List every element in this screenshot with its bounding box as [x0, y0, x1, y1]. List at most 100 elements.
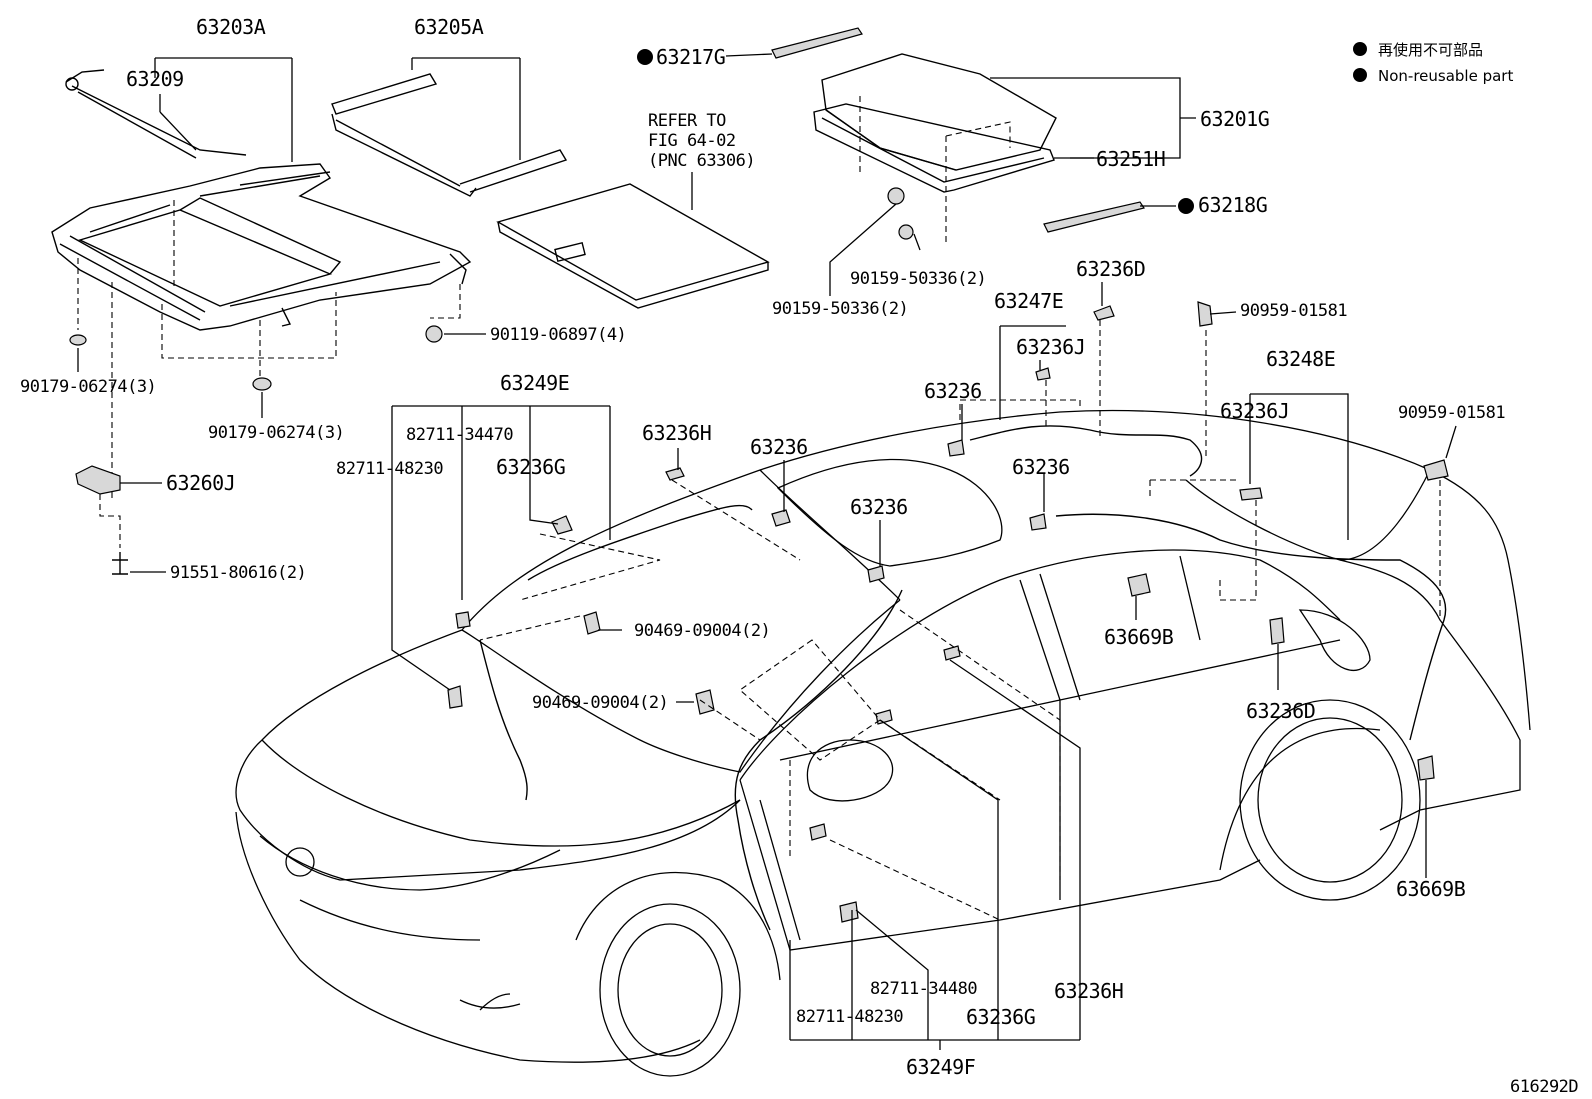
clip-63236 [867, 565, 885, 583]
clip-90959 [1423, 459, 1449, 481]
refer-line3: (PNC 63306) [648, 151, 755, 171]
label-90159-b: 90159-50336(2) [772, 299, 908, 319]
clip-63236d [1093, 305, 1115, 321]
clip-90959 [1197, 301, 1213, 327]
weatherstrip-63217g [771, 27, 863, 59]
sunshade-part [496, 183, 770, 301]
label-63236-d: 63236 [1012, 455, 1070, 479]
label-63236G-a: 63236G [496, 455, 565, 479]
clip-63236g [551, 515, 573, 535]
glass-seal-part [813, 103, 1055, 193]
label-63260J: 63260J [166, 471, 235, 495]
label-63236D-a: 63236D [1076, 257, 1145, 281]
sunroof-housing-group [51, 69, 486, 575]
label-90959-a: 90959-01581 [1240, 301, 1347, 321]
grommet-63669b [1127, 573, 1151, 597]
grommet-part [252, 377, 272, 391]
bolt-part [887, 187, 905, 205]
screw-part [112, 552, 128, 575]
car-roof-outline [461, 409, 1531, 731]
hood-outline [235, 629, 741, 881]
non-reusable-icon [1353, 68, 1367, 82]
label-63251H: 63251H [1096, 147, 1165, 171]
label-90179-a: 90179-06274(3) [20, 377, 156, 397]
sunroof-housing-part [51, 163, 472, 331]
clip-63236j [1035, 367, 1051, 381]
clip-63236 [771, 509, 791, 527]
clip-63236g-lower [943, 645, 961, 661]
label-91551: 91551-80616(2) [170, 563, 306, 583]
label-90179-b: 90179-06274(3) [208, 423, 344, 443]
leader-lines-top-left [77, 57, 521, 418]
clip-63236h [665, 467, 685, 481]
weatherstrip-63218g [1043, 201, 1145, 233]
non-reusable-icon [1353, 42, 1367, 56]
cable-end-part [65, 77, 79, 91]
labels: 63203A 63209 63205A 63217G 63201G 63251H… [20, 15, 1579, 1097]
label-90469-b: 90469-09004(2) [532, 693, 668, 713]
glass-group [725, 27, 1196, 296]
clip-90469 [583, 611, 601, 635]
label-90469-a: 90469-09004(2) [634, 621, 770, 641]
label-63236-b: 63236 [850, 495, 908, 519]
bolt-part [898, 224, 914, 240]
label-90959-b: 90959-01581 [1398, 403, 1505, 423]
non-reusable-icon [1178, 198, 1194, 214]
clip-63236j [1239, 487, 1263, 501]
label-63236J-b: 63236J [1220, 399, 1289, 423]
label-63236G-b: 63236G [966, 1005, 1035, 1029]
car-body [235, 409, 1531, 1077]
rear-drain-hose-left [969, 425, 1203, 477]
front-wheel-outline [599, 903, 741, 1077]
label-63203A: 63203A [196, 15, 266, 39]
legend-text-jp: 再使用不可部品 [1378, 41, 1483, 59]
leader-lines [391, 282, 1457, 1050]
grommet-part [69, 334, 87, 346]
label-82711-48230-b: 82711-48230 [796, 1007, 903, 1027]
clip-82711 [809, 823, 827, 841]
label-63217G: 63217G [656, 45, 725, 69]
label-63247E: 63247E [994, 289, 1063, 313]
label-63249E: 63249E [500, 371, 569, 395]
rear-wheel-outline [1239, 699, 1421, 901]
label-63236H-a: 63236H [642, 421, 711, 445]
label-63209: 63209 [126, 67, 184, 91]
front-drain-hose-left [527, 504, 753, 581]
clip-63236 [1029, 513, 1047, 531]
legend: 再使用不可部品 Non-reusable part [1353, 41, 1513, 85]
label-63201G: 63201G [1200, 107, 1269, 131]
refer-line2: FIG 64-02 [648, 131, 736, 151]
non-reusable-icon [637, 49, 653, 65]
rear-drain-hose-right [1055, 513, 1447, 741]
refer-line1: REFER TO [648, 111, 726, 131]
clip-82711 [447, 685, 463, 709]
drain-hoses [447, 301, 1449, 931]
clip-82711 [839, 901, 859, 923]
label-63249F: 63249F [906, 1055, 975, 1079]
clip-82711 [875, 709, 893, 725]
label-82711-34470: 82711-34470 [406, 425, 513, 445]
label-63669B-b: 63669B [1396, 877, 1466, 901]
front-bumper-outline [235, 811, 701, 1063]
mirror-outline [806, 739, 894, 802]
label-63236H-b: 63236H [1054, 979, 1123, 1003]
sunshade-group: REFER TO FIG 64-02 (PNC 63306) [496, 111, 770, 309]
front-drain-hose-right [734, 589, 903, 931]
housing-inner-frame [78, 209, 333, 307]
clip-90469 [695, 689, 715, 715]
clip-63236d [1269, 617, 1285, 645]
label-82711-48230-a: 82711-48230 [336, 459, 443, 479]
label-63236D-b: 63236D [1246, 699, 1315, 723]
label-63236J-a: 63236J [1016, 335, 1085, 359]
label-63205A: 63205A [414, 15, 484, 39]
side-rail-part [331, 73, 438, 115]
label-63236-c: 63236 [924, 379, 982, 403]
figure-id: 616292D [1510, 1077, 1578, 1097]
side-body-outline [739, 549, 1341, 781]
roof-opening-outline [776, 458, 1003, 567]
clip-63236 [947, 439, 965, 457]
rails-63205a [331, 73, 568, 197]
label-63669B-a: 63669B [1104, 625, 1174, 649]
label-90119: 90119-06897(4) [490, 325, 626, 345]
